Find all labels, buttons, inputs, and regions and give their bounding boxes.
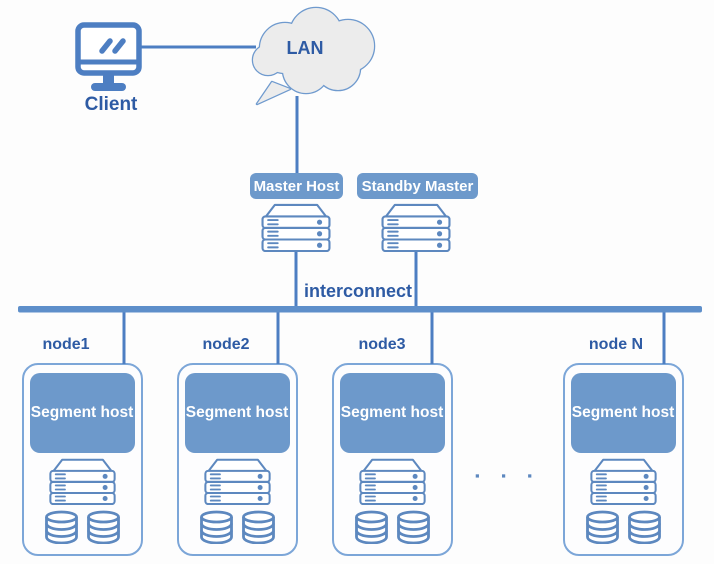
node3-segment-host-box: Segment host <box>339 372 445 453</box>
interconnect-bus-bar <box>18 306 702 313</box>
node2-segment-host-box: Segment host <box>184 372 290 453</box>
monitor-icon <box>75 22 142 91</box>
nodeN-label: node N <box>588 336 644 353</box>
client-label: Client <box>84 94 138 115</box>
interconnect-label: interconnect <box>303 281 413 301</box>
node1-segment-host-box: Segment host <box>29 372 135 453</box>
master-server-icon <box>261 203 331 252</box>
node3-box: Segment host <box>332 363 453 556</box>
node2-box: Segment host <box>177 363 298 556</box>
connector-lines <box>122 45 666 364</box>
nodeN-segment-host-box: Segment host <box>570 372 676 453</box>
node2-label: node2 <box>202 336 250 353</box>
standby-server-icon <box>381 203 451 252</box>
ellipsis-icon: ▪ ▪ ▪ <box>474 468 542 483</box>
lan-label: LAN <box>286 38 324 58</box>
node3-label: node3 <box>358 336 406 353</box>
node1-label: node1 <box>42 336 90 353</box>
standby-master-badge: Standby Master <box>357 173 478 199</box>
node1-box: Segment host <box>22 363 143 556</box>
nodeN-box: Segment host <box>563 363 684 556</box>
master-host-badge: Master Host <box>250 173 343 199</box>
